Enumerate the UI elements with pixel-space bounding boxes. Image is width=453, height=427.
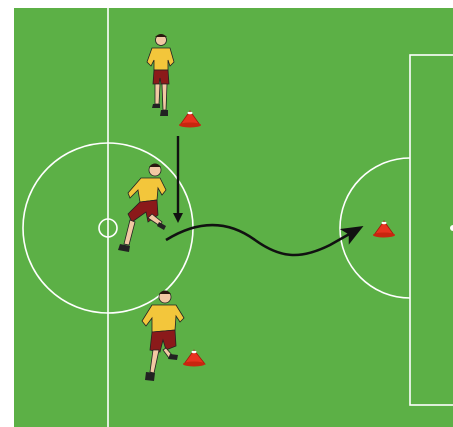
player-top [146,34,175,116]
white-border-left [0,0,14,427]
player-bottom [141,290,185,381]
cone-bottom [183,349,206,367]
penalty-spot [450,225,453,231]
center-spot [98,218,118,238]
dribble-arrow [165,223,364,257]
player-center-dribbling [118,163,167,252]
pitch-background [14,8,453,427]
white-border-top [0,0,453,8]
cone-top [179,110,201,128]
penalty-area [409,54,453,406]
cone-penalty-spot [373,220,395,238]
